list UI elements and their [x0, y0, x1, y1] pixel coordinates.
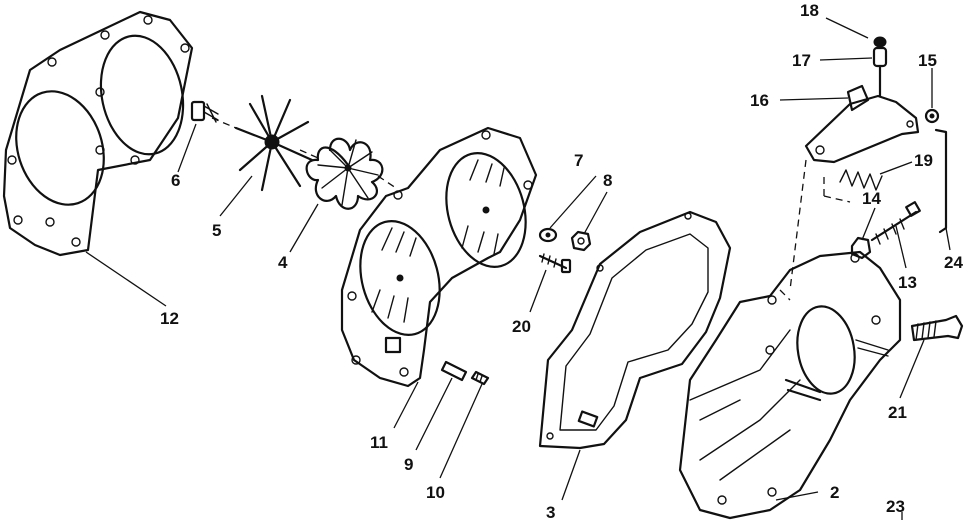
- callout-14: 14: [862, 189, 881, 208]
- gasket-part-3: [538, 210, 732, 450]
- callout-9: 9: [404, 455, 413, 474]
- callout-20: 20: [512, 317, 531, 336]
- callout-24: 24: [944, 253, 963, 272]
- rod-part-24: [934, 128, 948, 234]
- callout-6: 6: [171, 171, 180, 190]
- callout-15: 15: [918, 51, 937, 70]
- callout-7: 7: [574, 151, 583, 170]
- callout-10: 10: [426, 483, 445, 502]
- callout-16: 16: [750, 91, 769, 110]
- fitting-part-14: [850, 236, 872, 260]
- callout-17: 17: [792, 51, 811, 70]
- callout-23: 23: [886, 497, 905, 516]
- screw-part-6: [190, 100, 219, 123]
- nut-part-15: [924, 108, 940, 124]
- callout-4: 4: [278, 253, 288, 272]
- callout-12: 12: [160, 309, 179, 328]
- callout-11: 11: [370, 433, 388, 452]
- washer-part-7: [538, 227, 558, 243]
- gasket-part-12: [2, 10, 194, 257]
- leader-lines: [85, 17, 951, 520]
- lever-part-16: [804, 84, 920, 164]
- stud-part-13: [870, 201, 921, 245]
- impeller-axis-dashed: [211, 117, 397, 189]
- callout-5: 5: [212, 221, 221, 240]
- bolt-part-21: [910, 314, 964, 342]
- cap-part-18: [873, 36, 887, 48]
- impeller-part-5: [234, 94, 314, 192]
- callout-3: 3: [546, 503, 555, 522]
- nut-part-8: [570, 230, 592, 252]
- pump-housing-part-2: [678, 250, 902, 520]
- pump-plate-part-11: [340, 126, 538, 388]
- callout-18: 18: [800, 1, 819, 20]
- callout-8: 8: [603, 171, 612, 190]
- plunger-part-17: [872, 46, 888, 98]
- assembly-guide-dashed: [779, 159, 807, 301]
- callout-19: 19: [914, 151, 933, 170]
- screw-part-10: [470, 370, 490, 386]
- impeller-plate-part-4: [305, 137, 384, 210]
- callout-21: 21: [888, 403, 907, 422]
- spring-part-19: [823, 169, 883, 203]
- screw-part-20: [538, 253, 572, 274]
- callout-13: 13: [898, 273, 917, 292]
- pin-part-9: [440, 360, 468, 382]
- callout-2: 2: [830, 483, 839, 502]
